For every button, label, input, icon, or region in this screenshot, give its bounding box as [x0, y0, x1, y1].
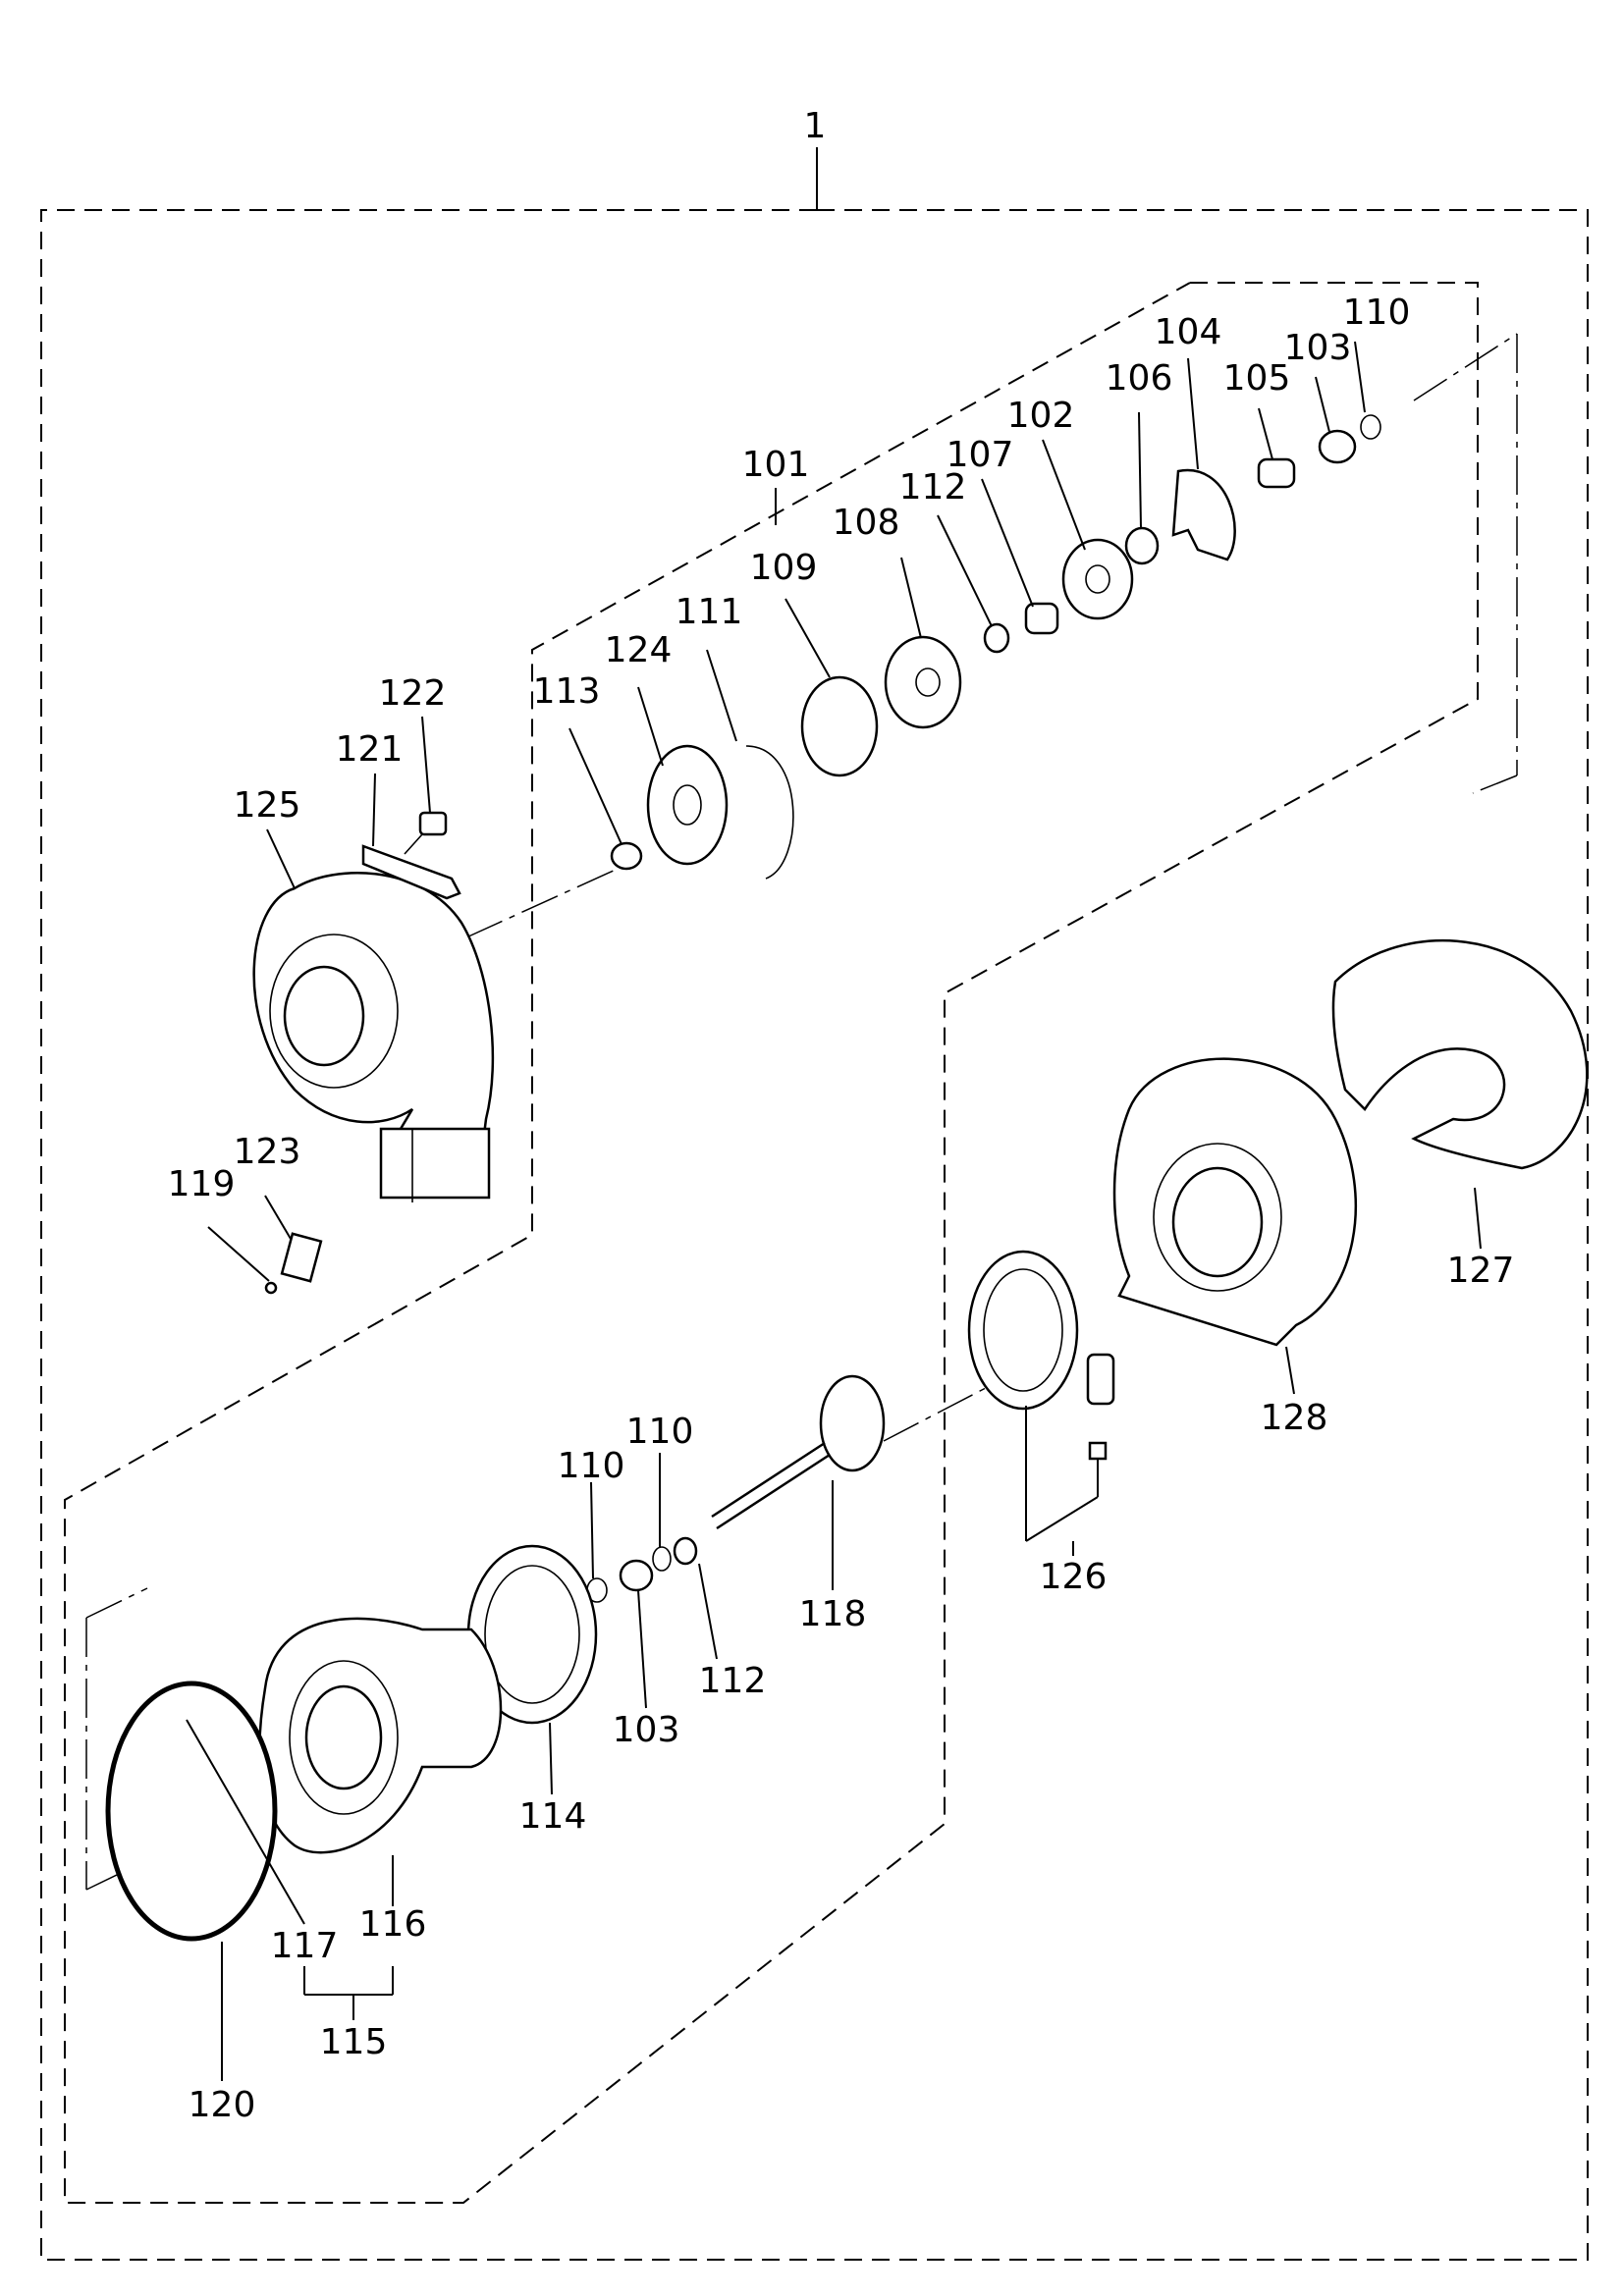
heat-shield-127: [1331, 938, 1589, 1170]
callout-117: 117: [271, 1926, 339, 1966]
callout-125: 125: [234, 785, 301, 826]
o-ring-109: [800, 675, 879, 777]
turbine-shaft-118: [711, 1374, 886, 1530]
callout-109: 109: [750, 548, 818, 588]
callout-103-lower: 103: [613, 1710, 680, 1750]
bearing-103-lower: [619, 1559, 654, 1592]
thrust-collar-102: [1061, 538, 1134, 620]
snap-ring-111: [745, 745, 794, 880]
compressor-wheel-124: [646, 744, 729, 866]
callout-128: 128: [1261, 1398, 1328, 1438]
bushing-105: [1257, 457, 1296, 489]
turbine-housing-128: [1112, 1057, 1358, 1347]
snap-ring-110-lower-a: [652, 1546, 672, 1572]
o-ring-120: [105, 1681, 278, 1942]
assembly-boundary: [40, 147, 1589, 2261]
callout-111: 111: [676, 592, 743, 632]
callout-110-upper: 110: [1343, 293, 1411, 333]
ring-112-lower: [673, 1536, 698, 1566]
washer-106: [1124, 526, 1160, 565]
callout-126: 126: [1040, 1557, 1108, 1597]
bolt-122: [404, 811, 448, 855]
callout-115: 115: [320, 2022, 388, 2062]
callout-107: 107: [947, 435, 1014, 475]
callout-106: 106: [1106, 358, 1173, 399]
callout-124: 124: [605, 630, 673, 670]
callout-122: 122: [379, 673, 447, 714]
snap-ring-110-upper: [1360, 414, 1381, 440]
callout-112-upper: 112: [899, 467, 967, 507]
callout-127: 127: [1447, 1251, 1515, 1291]
callout-101: 101: [742, 445, 810, 485]
bearing-103-upper: [1318, 429, 1357, 464]
callout-labels: 1 101 104 110 106 103 105 102 107 112 10…: [168, 106, 1515, 2125]
sleeve-107: [1024, 602, 1059, 635]
callout-112-lower: 112: [699, 1661, 767, 1701]
callout-105: 105: [1223, 358, 1291, 399]
leader-lines: [186, 341, 1482, 2081]
nut-113: [610, 841, 643, 871]
thrust-bearing-104: [1171, 468, 1236, 561]
callout-116: 116: [359, 1904, 427, 1945]
callout-118: 118: [799, 1594, 867, 1634]
callout-114: 114: [519, 1796, 587, 1837]
insert-108: [884, 635, 962, 729]
callout-119: 119: [168, 1164, 236, 1204]
subassembly-101-boundary: [64, 282, 1479, 2204]
callout-1: 1: [804, 106, 827, 146]
callout-121: 121: [336, 729, 404, 770]
callout-110-lower-a: 110: [626, 1412, 694, 1452]
callout-108: 108: [833, 503, 900, 543]
v-band-clamp-126: [967, 1250, 1115, 1461]
callout-110-lower-b: 110: [558, 1446, 625, 1486]
callout-104: 104: [1155, 312, 1222, 352]
callout-103-upper: 103: [1284, 328, 1352, 368]
screw-119: [264, 1281, 278, 1295]
callout-113: 113: [533, 671, 601, 712]
back-plate-114: [466, 1544, 598, 1725]
gasket-123: [280, 1232, 323, 1283]
lock-plate-121: [361, 844, 461, 900]
callout-123: 123: [234, 1132, 301, 1172]
callout-102: 102: [1007, 396, 1075, 436]
callout-120: 120: [189, 2085, 256, 2125]
ring-112-upper: [983, 622, 1010, 654]
bearing-housing-116: [258, 1617, 503, 1854]
